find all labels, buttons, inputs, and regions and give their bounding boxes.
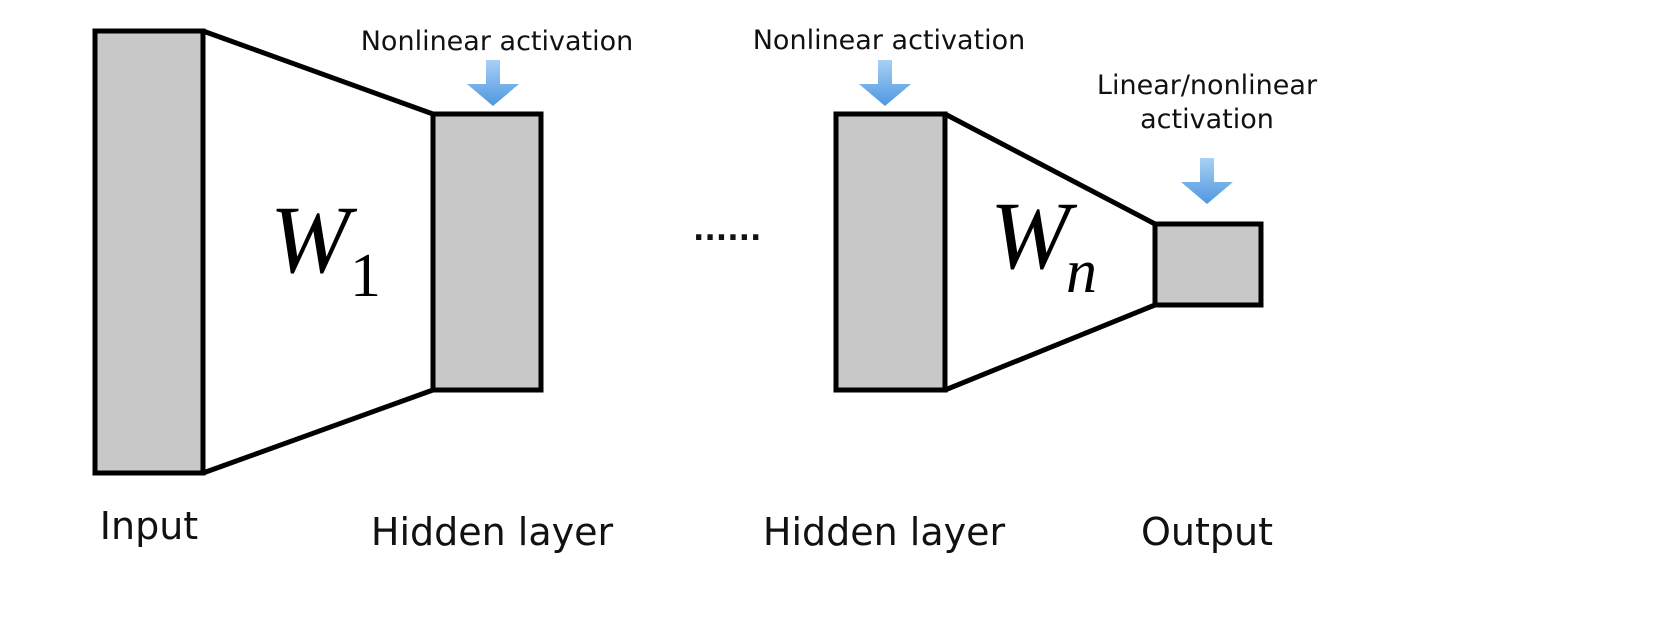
weight-wn-subscript: n bbox=[1066, 238, 1097, 306]
output-layer-block bbox=[1152, 221, 1264, 308]
layer-label-hidden-1: Hidden layer bbox=[371, 510, 614, 554]
down-arrow-icon bbox=[467, 60, 519, 106]
connector-w1-bottom bbox=[202, 387, 434, 476]
ellipsis: ...... bbox=[693, 213, 761, 248]
connector-wn-bottom bbox=[944, 302, 1156, 393]
down-arrow-icon bbox=[1181, 158, 1233, 204]
connector-w1-top bbox=[202, 28, 434, 117]
input-layer-block bbox=[92, 28, 206, 476]
layer-label-hidden-n: Hidden layer bbox=[763, 510, 1006, 554]
weight-wn: Wn bbox=[990, 182, 1097, 306]
hidden-layer-n-block bbox=[833, 111, 948, 393]
activation-label-hidden-n: Nonlinear activation bbox=[753, 25, 1026, 56]
weight-wn-main: W bbox=[990, 182, 1078, 289]
activation-label-output-line-2: activation bbox=[1140, 104, 1274, 135]
weight-w1-subscript: 1 bbox=[350, 242, 381, 310]
activation-label-hidden-1: Nonlinear activation bbox=[361, 26, 634, 57]
layer-label-output: Output bbox=[1141, 510, 1273, 554]
down-arrow-icon bbox=[859, 60, 911, 106]
layer-label-input: Input bbox=[100, 504, 198, 548]
activation-label-output-line-1: Linear/nonlinear bbox=[1097, 70, 1318, 101]
hidden-layer-1-block bbox=[430, 111, 544, 393]
weight-w1: W1 bbox=[270, 186, 381, 310]
connector-wn-top bbox=[943, 111, 1157, 227]
weight-w1-main: W bbox=[270, 186, 358, 293]
